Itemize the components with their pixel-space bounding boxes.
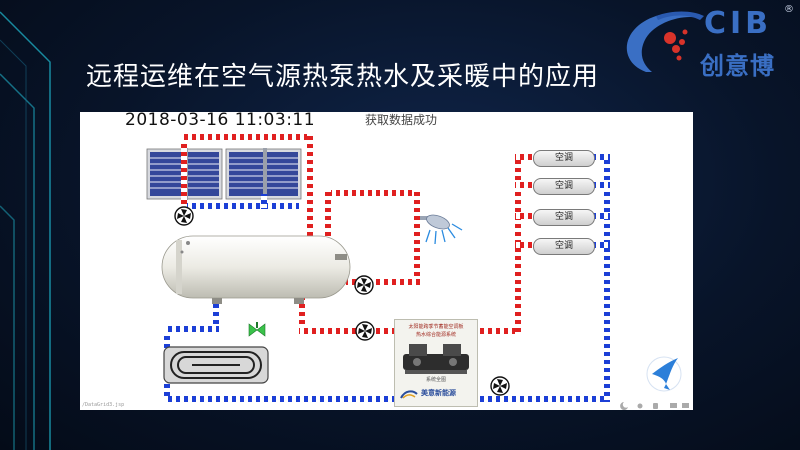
system-tray-icons bbox=[620, 402, 689, 410]
logo-letters: CIB bbox=[704, 6, 773, 41]
air-conditioner-unit-3: 空调 bbox=[533, 209, 595, 226]
brand-logo-icon bbox=[400, 390, 418, 399]
fetch-status-text: 获取数据成功 bbox=[365, 113, 438, 127]
pump-icon bbox=[174, 206, 194, 226]
pipe-network bbox=[146, 134, 682, 402]
pump-icon bbox=[355, 321, 375, 341]
heat-pump-brand: 美意新能源 bbox=[421, 389, 456, 397]
data-timestamp: 2018-03-16 11:03:11 bbox=[125, 112, 316, 130]
heat-pump-caption: 热水综合能源系统 bbox=[415, 332, 456, 338]
page-path: /DataGrid3.jsp bbox=[82, 402, 125, 408]
system-diagram-panel: 2018-03-16 11:03:11 获取数据成功 空调 空调 空调 空调 太… bbox=[80, 112, 693, 410]
logo-swoosh-icon bbox=[626, 11, 704, 72]
solar-collector-icon bbox=[225, 148, 302, 200]
valve-icon bbox=[248, 322, 266, 337]
air-conditioner-unit-4: 空调 bbox=[533, 238, 595, 255]
slide-title: 远程运维在空气源热泵热水及采暖中的应用 bbox=[86, 62, 600, 92]
heat-pump-caption: 太阳能跨季节蓄能空调板 bbox=[408, 324, 464, 330]
cib-logo: CIB ® 创意博 bbox=[612, 2, 800, 88]
chiller-machine-icon bbox=[403, 344, 469, 374]
heat-pump-caption: 系统全图 bbox=[425, 377, 446, 383]
logo-registered-mark: ® bbox=[784, 4, 794, 15]
air-conditioner-unit-2: 空调 bbox=[533, 178, 595, 195]
heat-pump-unit: 太阳能跨季节蓄能空调板 热水综合能源系统 系统全图 美意新能源 bbox=[394, 319, 478, 407]
air-conditioner-unit-1: 空调 bbox=[533, 150, 595, 167]
shower-icon bbox=[420, 214, 463, 245]
app-bird-icon bbox=[646, 356, 682, 392]
pump-icon bbox=[354, 275, 374, 295]
logo-chinese-name: 创意博 bbox=[700, 52, 775, 80]
pump-icon bbox=[490, 376, 510, 396]
heat-exchanger-icon bbox=[163, 346, 269, 384]
water-storage-tank bbox=[161, 235, 351, 304]
